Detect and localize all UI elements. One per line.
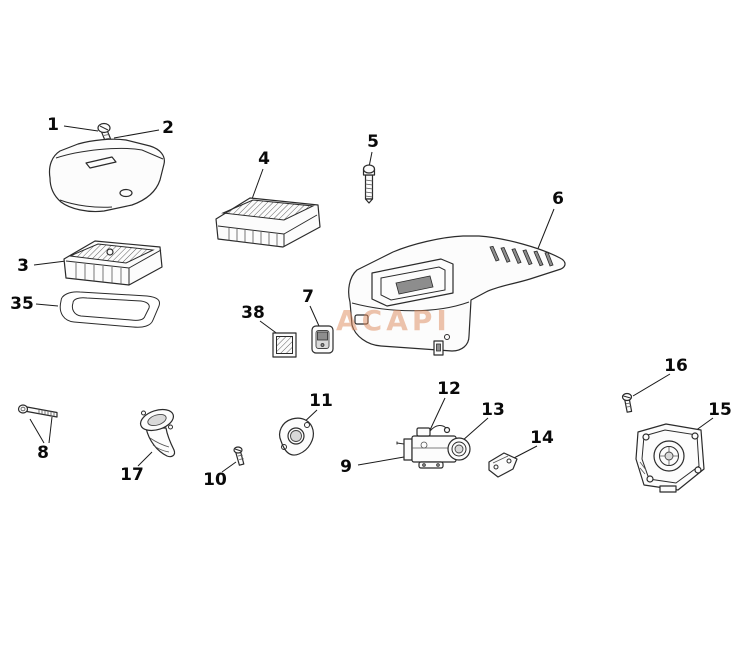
part-cover-plate-38 [272, 332, 297, 358]
callout-17: 17 [120, 465, 144, 485]
part-stop-switch-7 [311, 325, 334, 354]
part-filter-housing-15 [635, 423, 705, 493]
callout-5: 5 [367, 132, 379, 152]
callout-7: 7 [302, 287, 314, 307]
part-carburetor-9-12-13 [396, 425, 471, 469]
callout-6: 6 [552, 189, 564, 209]
callout-38: 38 [241, 303, 265, 323]
part-air-filter-cover [48, 138, 165, 213]
callout-12: 12 [437, 379, 461, 399]
part-screw-10 [233, 446, 245, 466]
leader-lines [29, 125, 714, 473]
callout-13: 13 [481, 400, 505, 420]
callout-15: 15 [708, 400, 732, 420]
part-screw-16 [621, 392, 633, 413]
callout-14: 14 [530, 428, 554, 448]
watermark: ACAPI [336, 304, 451, 337]
callout-4: 4 [258, 149, 270, 169]
callout-8: 8 [37, 443, 49, 463]
cover-vent-slots [489, 245, 554, 267]
part-top-cover-6 [348, 235, 566, 356]
part-intake-boot-17 [139, 408, 176, 458]
part-screw-5 [362, 164, 376, 204]
part-bolt-8 [17, 404, 58, 418]
part-air-filter-3 [63, 240, 163, 286]
callout-1: 1 [47, 115, 59, 135]
part-bracket-14 [488, 452, 518, 478]
callout-9: 9 [340, 457, 352, 477]
callout-11: 11 [309, 391, 333, 411]
callout-16: 16 [664, 356, 688, 376]
callout-35: 35 [10, 294, 34, 314]
callout-10: 10 [203, 470, 227, 490]
part-air-filter-4 [215, 197, 321, 248]
callout-3: 3 [17, 256, 29, 276]
part-gasket-35 [59, 291, 160, 328]
callout-2: 2 [162, 118, 174, 138]
part-insulator-flange-11 [279, 417, 314, 456]
